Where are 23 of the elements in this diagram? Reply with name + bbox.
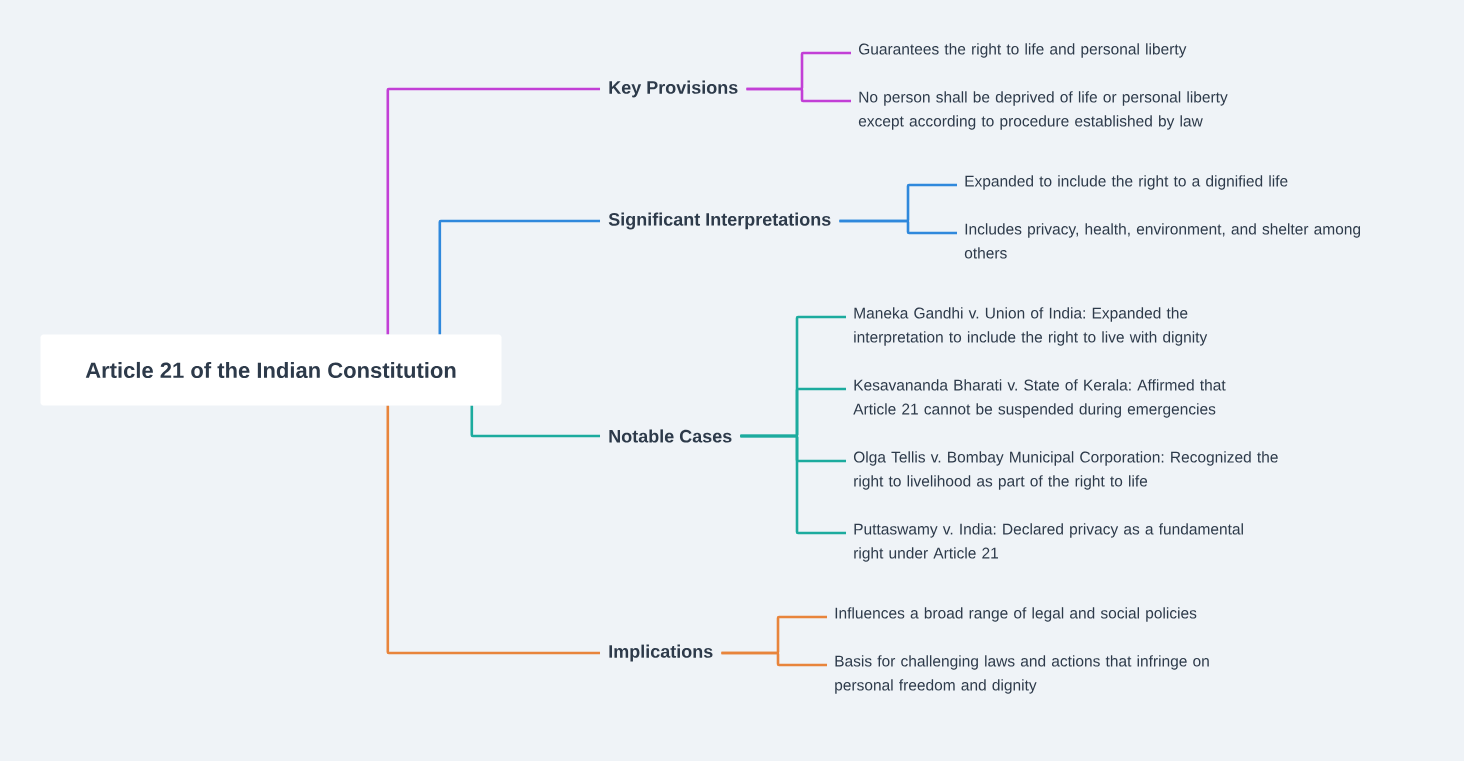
leaf-text: Guarantees the right to life and personal liberty — [859, 43, 1187, 58]
connector-line — [839, 219, 957, 235]
connector-line — [386, 405, 600, 655]
branch-label: Notable Cases — [609, 429, 732, 443]
leaf-text: Influences a broad range of legal and social policies — [835, 607, 1197, 622]
connector-line — [470, 405, 600, 438]
connector-line — [386, 87, 600, 335]
root-box: Article 21 of the Indian Constitution — [40, 334, 502, 406]
leaf-text: Includes privacy, health, environment, and shelter among others — [964, 223, 1361, 259]
connector-line — [740, 434, 846, 535]
leaf-text: Basis for challenging laws and actions that infringe on personal freedom and dignity — [835, 655, 1209, 694]
leaf-text: Olga Tellis v. Bombay Municipal Corporation: Recognized the right to livelihood as part of the right to life — [853, 451, 1278, 490]
connector-line — [438, 219, 600, 335]
leaf-text: No person shall be deprived of life or personal liberty except according to procedure established by law — [858, 91, 1228, 130]
connector-line — [746, 87, 851, 103]
branch-label: Significant Interpretations — [608, 212, 831, 230]
leaf-text: Expanded to include the right to a dignified life — [965, 175, 1288, 190]
leaf-text: Maneka Gandhi v. Union of India: Expanded the interpretation to include the right to live with dignity — [854, 307, 1208, 346]
branch-label: Implications — [609, 644, 713, 662]
connector-line — [721, 651, 827, 667]
leaf-text: Puttaswamy v. India: Declared privacy as a fundamental right under Article 21 — [854, 523, 1243, 562]
leaf-text: Kesavananda Bharati v. State of Kerala: Affirmed that Article 21 cannot be suspended during emergencies — [853, 379, 1226, 418]
branch-label: Key Provisions — [609, 80, 738, 98]
